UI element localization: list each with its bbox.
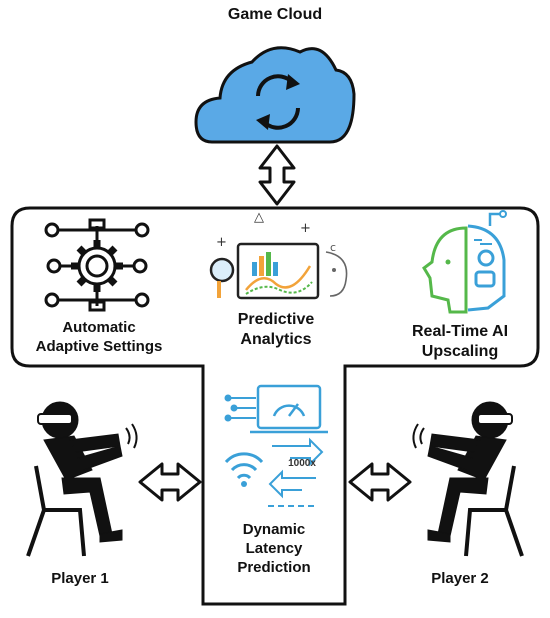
feature-label-line: Analytics (240, 331, 312, 348)
svg-text:+: + (300, 221, 311, 236)
hub-outline (10, 206, 540, 606)
latency-speed-icon (224, 384, 328, 507)
center-label-line: Prediction (237, 559, 311, 576)
center-label-line: Latency (245, 540, 303, 557)
cloud-icon (194, 46, 356, 144)
feature-label-line: Upscaling (421, 343, 499, 360)
player-1-label: Player 1 (51, 570, 109, 587)
feature-label-line: Adaptive Settings (35, 338, 163, 355)
vr-player-seated-icon (26, 401, 138, 557)
feature-label-line: Automatic (62, 319, 136, 336)
feature-label-ai-upscaling: Real-Time AI Upscaling (390, 322, 530, 362)
center-label-line: Dynamic (242, 521, 306, 538)
analytics-dashboard-icon: △ + + c (209, 210, 348, 300)
feature-label-predictive-analytics: Predictive Analytics (196, 310, 356, 350)
vr-player-seated-icon (412, 401, 524, 557)
latency-badge: 1000x (288, 458, 316, 469)
feature-label-adaptive-settings: Automatic Adaptive Settings (14, 318, 184, 356)
svg-text:+: + (216, 235, 227, 250)
feature-label-line: Real-Time AI (411, 323, 509, 340)
svg-text:c: c (330, 241, 336, 254)
gear-network-icon (44, 218, 150, 312)
svg-text:△: △ (254, 210, 264, 225)
feature-label-line: Predictive (237, 311, 315, 328)
cloud-title: Game Cloud (227, 6, 323, 23)
left-double-arrow (138, 462, 202, 502)
player-2-label: Player 2 (431, 570, 489, 587)
center-label-latency-prediction: Dynamic Latency Prediction (203, 520, 345, 577)
ai-robot-head-icon (422, 210, 507, 314)
right-double-arrow (348, 462, 412, 502)
vertical-double-arrow (258, 144, 296, 206)
